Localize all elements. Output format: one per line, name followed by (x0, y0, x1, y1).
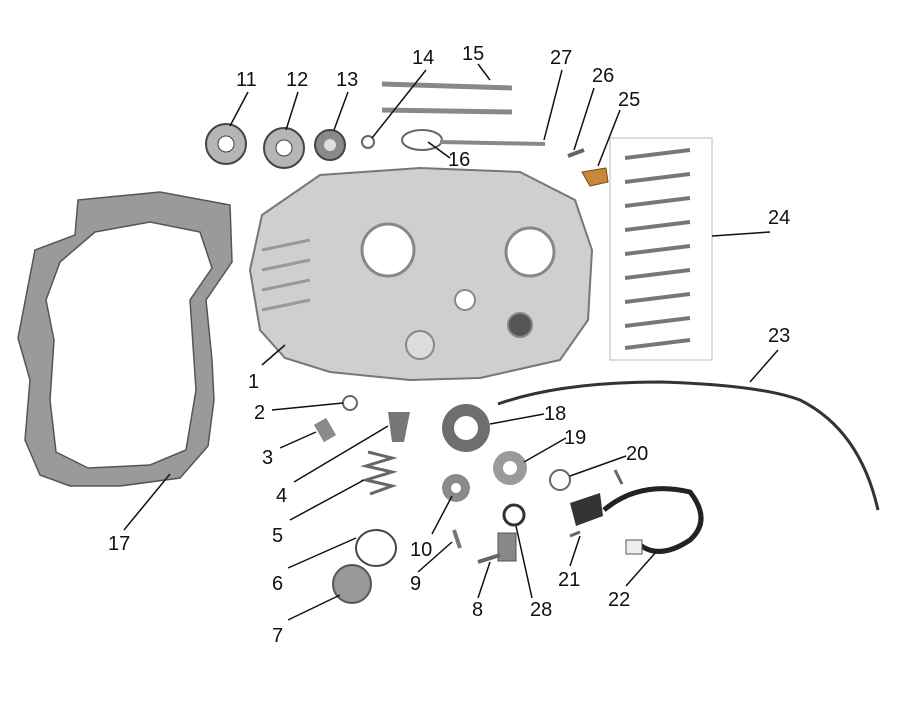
clip-part-25 (581, 167, 609, 187)
callout-4: 4 (276, 485, 288, 507)
ring-part-14 (361, 135, 375, 149)
leader-line-28 (515, 525, 533, 599)
leader-line-18 (489, 413, 545, 425)
callout-26: 26 (592, 65, 615, 87)
rod-part-27 (439, 140, 546, 146)
callout-28: 28 (530, 599, 553, 621)
callout-11: 11 (236, 69, 257, 91)
leader-line-9 (417, 541, 453, 573)
cable-part-23 (497, 380, 880, 511)
leader-line-27 (543, 69, 563, 141)
leader-line-10 (431, 495, 453, 535)
leader-line-20 (569, 455, 627, 477)
sensor-part-8 (497, 532, 517, 562)
callout-8: 8 (472, 599, 484, 621)
callout-27: 27 (550, 47, 573, 69)
bolts-part-24 (624, 148, 691, 350)
gasket-part-17 (17, 191, 233, 487)
bolt-part-26 (567, 148, 585, 158)
switch-part-21 (570, 493, 603, 526)
leader-line-16 (427, 141, 451, 159)
bolt-part-7 (332, 564, 372, 604)
callout-6: 6 (272, 573, 284, 595)
spring-part-5 (360, 450, 398, 496)
ring-part-20 (549, 469, 571, 491)
plug-part-3 (313, 417, 337, 443)
leader-line-11 (229, 91, 249, 127)
leader-line-15 (477, 63, 491, 81)
callout-3: 3 (262, 447, 274, 469)
callout-15: 15 (462, 43, 485, 65)
callout-12: 12 (286, 69, 309, 91)
rod-part-15a (381, 81, 513, 91)
callout-20: 20 (626, 443, 649, 465)
leader-line-12 (285, 91, 299, 131)
crankcase-part-1 (248, 166, 594, 382)
callout-10: 10 (410, 539, 433, 561)
leader-line-7 (287, 594, 341, 621)
clip-part-16 (401, 129, 443, 151)
rod-part-15b (381, 107, 513, 115)
callout-17: 17 (108, 533, 131, 555)
leader-line-4 (293, 425, 389, 483)
harness-part-22 (602, 486, 704, 554)
cap-part-4 (388, 412, 410, 442)
callout-9: 9 (410, 573, 422, 595)
bolt-set-box-24 (609, 137, 713, 361)
callout-5: 5 (272, 525, 284, 547)
leader-line-2 (271, 402, 344, 411)
callout-24: 24 (768, 207, 791, 229)
leader-line-21 (569, 535, 581, 567)
oring-part-6 (355, 529, 397, 567)
callout-21: 21 (558, 569, 581, 591)
callout-1: 1 (248, 371, 260, 393)
leader-line-6 (287, 537, 357, 569)
leader-line-13 (333, 91, 349, 131)
ring-part-28 (502, 503, 526, 527)
leader-line-25 (597, 109, 621, 167)
leader-line-23 (749, 349, 779, 383)
leader-line-19 (523, 437, 567, 463)
leader-line-8 (477, 561, 491, 599)
leader-line-1 (261, 344, 286, 366)
callout-7: 7 (272, 625, 284, 647)
callout-25: 25 (618, 89, 641, 111)
callout-23: 23 (768, 325, 791, 347)
leader-line-3 (279, 431, 317, 449)
callout-18: 18 (544, 403, 567, 425)
leader-line-17 (123, 473, 171, 531)
pin-part-9 (452, 529, 462, 549)
callout-16: 16 (448, 149, 471, 171)
leader-line-26 (573, 87, 595, 151)
leader-line-22 (625, 551, 657, 587)
callout-19: 19 (564, 427, 587, 449)
callout-2: 2 (254, 402, 266, 424)
leader-line-14 (371, 69, 427, 139)
callout-14: 14 (412, 47, 435, 69)
callout-22: 22 (608, 589, 631, 611)
leader-line-5 (289, 479, 365, 521)
callout-13: 13 (336, 69, 359, 91)
screw-part-20 (613, 469, 624, 485)
leader-line-24 (711, 231, 771, 237)
